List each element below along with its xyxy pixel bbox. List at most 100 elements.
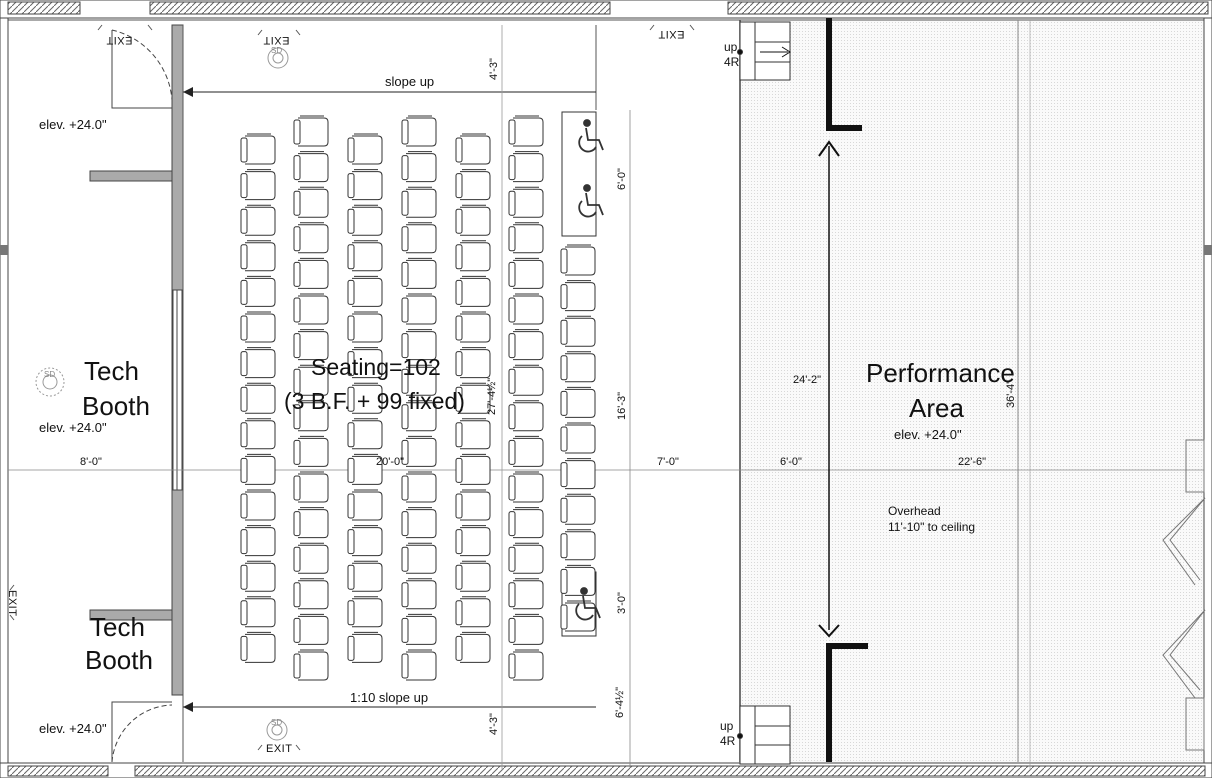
dimension-bottom: 6'-4½": [614, 686, 626, 718]
stair-top-label-1: up: [724, 40, 738, 54]
overhead-note-2: 11'-10" to ceiling: [888, 520, 976, 534]
seat: [240, 169, 276, 201]
stage-wall-bottom: [826, 643, 868, 762]
dimension-h4: 6'-0": [780, 456, 802, 468]
room-label-tech-booth-bottom-line1: Tech: [90, 612, 145, 642]
seating-count-line2: (3 B.F. + 99 fixed): [284, 388, 465, 414]
seat: [560, 386, 596, 418]
exterior-wall-left: [0, 17, 9, 764]
seat: [508, 400, 544, 432]
seat: [508, 115, 544, 147]
smoke-detector-label: SD: [271, 46, 283, 55]
seat: [508, 613, 544, 645]
seat: [240, 418, 276, 450]
seat: [560, 529, 596, 561]
stair-bottom: [737, 705, 791, 765]
dimension-stage-span: 24'-2": [793, 374, 822, 386]
exit-sign-label: EXIT: [658, 28, 685, 40]
dimension-h5: 22'-6": [958, 456, 987, 468]
seat: [455, 169, 491, 201]
seat: [293, 471, 329, 503]
stair-bottom-label-2: 4R: [720, 734, 736, 748]
seat: [455, 347, 491, 379]
seat: [401, 115, 437, 147]
seating-count-line1: Seating=102: [311, 354, 441, 380]
seat: [293, 649, 329, 681]
exit-sign-label: EXIT: [6, 590, 18, 617]
seat: [560, 422, 596, 454]
seat: [240, 631, 276, 663]
seat: [560, 351, 596, 383]
seat: [240, 133, 276, 165]
seat: [508, 151, 544, 183]
exit-sign-icon: [9, 24, 695, 751]
elevation-booth-a: elev. +24.0": [39, 117, 107, 132]
slope-note-top: slope up: [385, 74, 435, 89]
seat: [347, 489, 383, 521]
dimension-bottom-aisle: 4'-3": [488, 713, 500, 735]
seat: [401, 435, 437, 467]
seat: [240, 382, 276, 414]
seat: [347, 311, 383, 343]
overhead-note-1: Overhead: [888, 504, 941, 518]
seat: [347, 382, 383, 414]
seat: [293, 151, 329, 183]
seat: [347, 560, 383, 592]
seat: [347, 204, 383, 236]
seat: [455, 596, 491, 628]
seat: [293, 293, 329, 325]
seat: [347, 240, 383, 272]
seating-rows: [240, 115, 596, 681]
smoke-detector-icon: [35, 47, 289, 741]
dimension-h2: 20'-0": [376, 456, 405, 468]
door-swing-bottom: [111, 701, 172, 762]
stage-wall-top: [826, 18, 862, 131]
seat: [455, 275, 491, 307]
dimension-h1: 8'-0": [80, 456, 102, 468]
exit-sign-label: EXIT: [263, 34, 290, 46]
smoke-detector-label: SD: [271, 718, 283, 727]
exit-sign-label: EXIT: [266, 743, 293, 755]
seat: [455, 240, 491, 272]
seat: [240, 347, 276, 379]
seat: [347, 596, 383, 628]
seat: [455, 133, 491, 165]
seat: [347, 347, 383, 379]
seat: [560, 315, 596, 347]
room-label-tech-booth-top-line1: Tech: [84, 356, 139, 386]
seat: [508, 578, 544, 610]
seat: [293, 186, 329, 218]
seat: [455, 382, 491, 414]
seat: [455, 525, 491, 557]
seat: [508, 329, 544, 361]
seat: [508, 222, 544, 254]
seat: [240, 525, 276, 557]
seat: [455, 311, 491, 343]
seat: [293, 613, 329, 645]
seat: [293, 542, 329, 574]
seat: [401, 613, 437, 645]
seat: [401, 186, 437, 218]
dimension-overall: 36'-4": [1005, 379, 1017, 408]
room-label-tech-booth-bottom-line2: Booth: [85, 645, 153, 675]
seat: [455, 453, 491, 485]
seat: [401, 507, 437, 539]
seat: [401, 293, 437, 325]
seat: [508, 471, 544, 503]
seat: [240, 453, 276, 485]
dimension-top-aisle: 4'-3": [488, 58, 500, 80]
seat: [401, 257, 437, 289]
seat: [347, 525, 383, 557]
room-label-tech-booth-top-line2: Booth: [82, 391, 150, 421]
stair-bottom-label-1: up: [720, 719, 734, 733]
seat: [293, 115, 329, 147]
room-label-performance-line1: Performance: [866, 358, 1015, 388]
elevation-performance: elev. +24.0": [894, 427, 962, 442]
seat: [240, 204, 276, 236]
elevation-booth-c: elev. +24.0": [39, 721, 107, 736]
seat: [240, 489, 276, 521]
seat: [401, 578, 437, 610]
seat: [560, 493, 596, 525]
smoke-detector-label: SD: [44, 370, 56, 379]
